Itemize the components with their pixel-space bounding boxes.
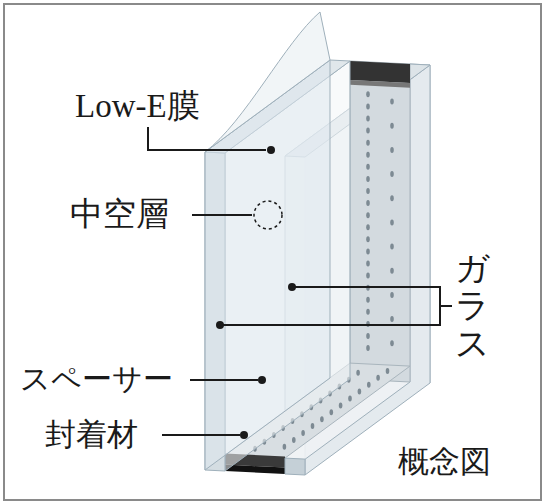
spacer-hole <box>366 103 370 109</box>
leader-line <box>192 214 252 216</box>
spacer-hole <box>366 297 370 303</box>
part-label: スペーサー <box>20 364 173 394</box>
spacer-hole <box>390 244 394 250</box>
part-label: ガラス <box>455 250 489 362</box>
sealant <box>225 465 285 474</box>
leader-dot <box>258 376 266 384</box>
bracket <box>220 287 440 325</box>
leader-line <box>162 434 240 436</box>
spacer-hole <box>386 368 390 374</box>
spacer-hole <box>366 188 370 194</box>
low-e-film <box>205 12 330 152</box>
glass-unit <box>205 12 430 475</box>
spacer-end <box>350 61 410 83</box>
spacer-hole <box>390 147 394 153</box>
spacer-hole <box>366 224 370 230</box>
spacer-hole <box>348 396 352 402</box>
spacer-hole <box>339 402 343 408</box>
spacer-hole <box>320 416 324 422</box>
spacer-hole <box>367 382 371 388</box>
part-label: Low-E膜 <box>75 90 200 123</box>
frame <box>4 4 541 500</box>
spacer-hole <box>366 333 370 339</box>
spacer-hole <box>366 345 370 351</box>
spacer-hole <box>390 268 394 274</box>
spacer-hole <box>366 116 370 122</box>
leader-dot <box>240 431 248 439</box>
spacer-hole <box>283 444 287 450</box>
spacer-hole <box>311 423 315 429</box>
spacer-hole <box>366 273 370 279</box>
part-label: 封着材 <box>45 419 138 450</box>
spacer-hole <box>366 91 370 97</box>
spacer-hole <box>366 176 370 182</box>
spacer-hole <box>292 437 296 443</box>
spacer-hole <box>390 99 394 105</box>
spacer-hole <box>390 171 394 177</box>
spacer-hole <box>390 292 394 298</box>
leader-dot <box>267 146 275 154</box>
spacer-hole <box>390 123 394 129</box>
spacer-hole <box>390 316 394 322</box>
spacer-hole <box>366 200 370 206</box>
spacer-hole <box>366 164 370 170</box>
spacer-hole <box>366 152 370 158</box>
front-pane <box>205 60 330 470</box>
leader-line <box>440 305 452 307</box>
spacer <box>350 61 410 382</box>
spacer-hole <box>366 128 370 134</box>
spacer-hole <box>330 409 334 415</box>
hollow-layer-marker <box>254 201 282 229</box>
leader-dot <box>288 283 296 291</box>
spacer-end <box>350 80 410 88</box>
spacer-hole <box>390 219 394 225</box>
spacer-hole <box>376 375 380 381</box>
spacer-hole <box>366 248 370 254</box>
spacer-hole <box>366 309 370 315</box>
leader-dots <box>216 146 296 439</box>
spacer-hole <box>366 236 370 242</box>
leader-lines <box>148 127 452 435</box>
leader-line <box>190 379 258 381</box>
spacer-hole <box>390 195 394 201</box>
leader-line <box>148 127 266 150</box>
spacer-hole <box>358 389 362 395</box>
part-label: 中空層 <box>70 198 169 231</box>
caption-label: 概念図 <box>398 446 491 477</box>
back-pane-edge <box>285 458 305 475</box>
spacer-hole <box>390 340 394 346</box>
spacer-hole <box>356 370 360 376</box>
spacer-hole <box>366 261 370 267</box>
spacer-hole <box>366 212 370 218</box>
spacer-hole <box>301 430 305 436</box>
leader-dot <box>216 321 224 329</box>
spacer-hole <box>366 140 370 146</box>
